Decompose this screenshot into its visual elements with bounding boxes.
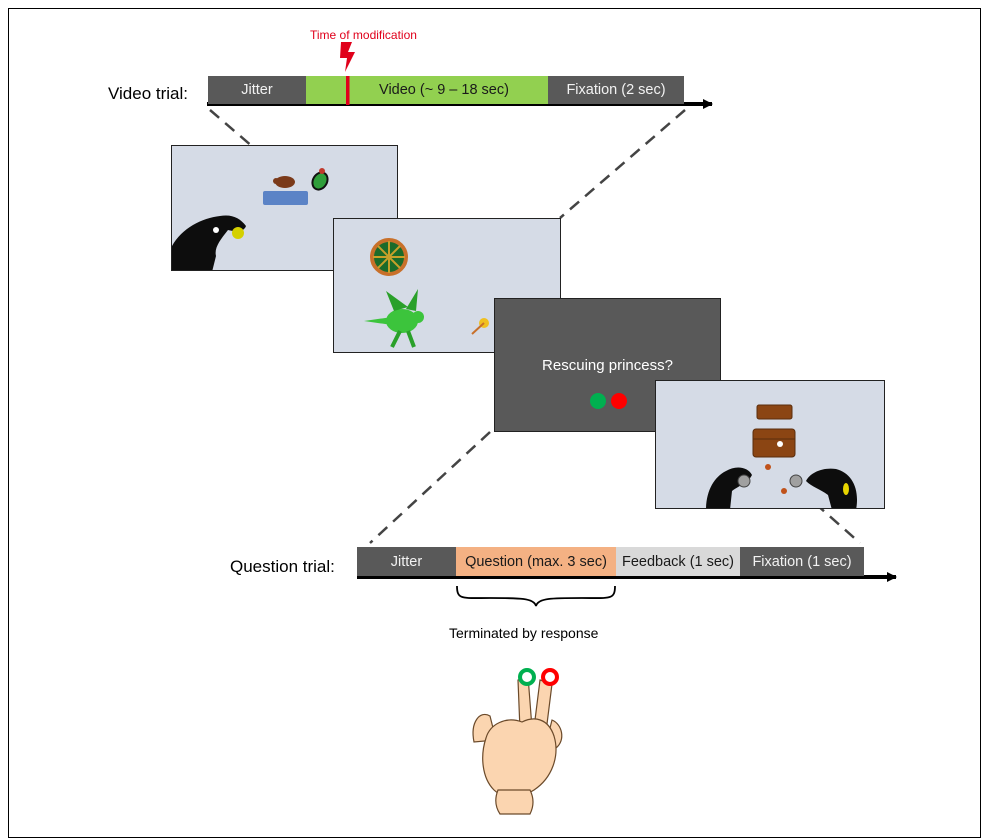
- video-frame-chest: [655, 380, 885, 509]
- video-trial-label: Video trial:: [108, 84, 189, 103]
- brace-label: Terminated by response: [449, 625, 599, 641]
- chest-box-icon: [752, 428, 796, 458]
- blue-platform: [263, 191, 308, 205]
- black-hand-icon: [806, 468, 857, 508]
- dashed-projection-line: [799, 489, 861, 544]
- chest-lid-icon: [756, 404, 793, 420]
- question-segment-fixation: Fixation (1 sec): [740, 547, 864, 576]
- black-hand-icon: [172, 215, 246, 270]
- green-turtle-icon: [311, 171, 329, 191]
- question-prompt: Rescuing princess?: [542, 357, 673, 374]
- black-hand-icon: [706, 467, 752, 508]
- dashed-projection-line: [559, 109, 686, 219]
- video-segment-jitter: Jitter: [208, 76, 306, 104]
- question-trial-label: Question trial:: [230, 557, 335, 576]
- video-segment-video: Video (~ 9 – 18 sec): [306, 76, 548, 104]
- green-response-dot: [590, 393, 606, 409]
- dashed-projection-line: [369, 431, 491, 544]
- question-segment-question: Question (max. 3 sec): [456, 547, 616, 576]
- green-dragon-icon: [364, 289, 424, 348]
- response-brace: [456, 585, 616, 607]
- red-response-dot: [611, 393, 627, 409]
- question-segment-jitter: Jitter: [357, 547, 456, 576]
- brown-turtle-icon: [275, 176, 295, 188]
- modification-label: Time of modification: [310, 28, 417, 42]
- video-segment-fixation: Fixation (2 sec): [548, 76, 684, 104]
- question-segment-feedback: Feedback (1 sec): [616, 547, 740, 576]
